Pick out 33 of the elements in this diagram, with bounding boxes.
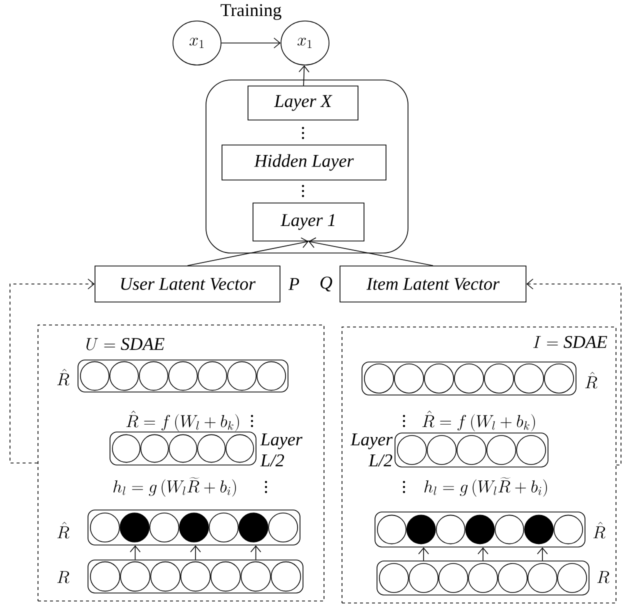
- arrow: [221, 38, 281, 48]
- matrix-symbol: $\hat{R}$: [57, 522, 70, 539]
- layer-box: Layer 1: [252, 202, 364, 242]
- equation: $h_l = g\,(W_l\widetilde{R} + b_i)$: [113, 477, 236, 497]
- dashed-arrow: [526, 278, 622, 466]
- equation: $\hat{R} = f\,(W_l + b_k)$: [422, 410, 535, 432]
- layer-box: Hidden Layer: [222, 144, 386, 180]
- arrow: [130, 545, 141, 560]
- matrix-symbol: $\hat{R}$: [593, 522, 606, 539]
- vector-box: Item Latent Vector: [340, 266, 526, 302]
- arrow: [190, 545, 201, 560]
- training-label: Training: [220, 4, 282, 20]
- layer-label: Layer L/2: [260, 434, 302, 466]
- arrow: [187, 237, 308, 266]
- arrow: [298, 65, 310, 86]
- equation: $\hat{R} = f\,(W_l + b_k)$: [126, 410, 239, 432]
- matrix-symbol: $R$: [57, 571, 70, 584]
- arrow: [418, 547, 429, 561]
- network-box: [206, 80, 408, 254]
- matrix-symbol: $\hat{R}$: [585, 372, 598, 389]
- arrow: [478, 547, 488, 561]
- arrow: [308, 237, 434, 266]
- dashed-arrow: [10, 278, 95, 464]
- layer-label: Layer L/2: [350, 434, 393, 466]
- vector-box: User Latent Vector: [94, 266, 280, 302]
- arrow: [537, 547, 548, 561]
- layer-box: Layer X: [248, 86, 358, 120]
- arrow: [250, 545, 262, 560]
- matrix-symbol: Q: [320, 276, 332, 292]
- equation: $h_l = g\,(W_l\widetilde{R} + b_i)$: [424, 477, 547, 497]
- matrix-symbol: $\hat{R}$: [57, 368, 70, 386]
- matrix-symbol: P: [288, 278, 300, 290]
- matrix-symbol: $R$: [597, 571, 610, 584]
